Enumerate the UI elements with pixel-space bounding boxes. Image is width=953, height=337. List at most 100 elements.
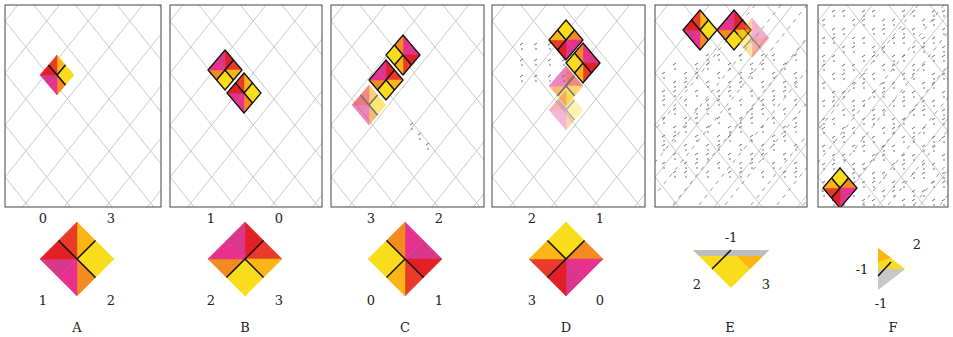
dashed-line: [862, 5, 948, 205]
tile-triangle: [752, 28, 769, 38]
texture-mark: [872, 109, 875, 115]
texture-mark: [739, 117, 742, 123]
texture-mark: [902, 28, 905, 34]
grid-line: [5, 5, 161, 207]
texture-mark: [684, 144, 687, 150]
grid-line: [331, 5, 484, 207]
texture-mark: [892, 37, 895, 43]
texture-mark: [882, 28, 885, 34]
tile-triangle: [40, 75, 57, 85]
tile-triangle: [369, 95, 386, 105]
grid-line: [5, 5, 161, 207]
grid-line: [492, 5, 645, 105]
grid-line: [655, 5, 807, 207]
grid-line: [655, 5, 807, 207]
grid-line: [5, 5, 161, 207]
texture-mark: [912, 10, 915, 16]
texture-mark: [706, 144, 709, 150]
dashed-line: [818, 5, 948, 205]
texture-mark: [882, 64, 885, 70]
grid-line: [5, 5, 161, 207]
grid-line: [331, 5, 484, 105]
corner-number: 0: [596, 294, 604, 307]
texture-mark: [695, 162, 698, 168]
tile-triangle: [405, 259, 424, 296]
grid-line: [331, 5, 484, 207]
texture-mark: [932, 55, 935, 61]
tile-triangle: [558, 66, 567, 86]
tile-triangle: [57, 65, 74, 75]
tile-triangle: [575, 43, 584, 63]
grid-line: [170, 5, 322, 207]
texture-mark: [783, 135, 786, 141]
texture-mark: [822, 64, 825, 70]
grid-line: [331, 5, 484, 207]
grid-line: [5, 5, 161, 207]
grid-line: [331, 5, 484, 207]
tile-stroke: [395, 55, 404, 65]
panel-content: [492, 5, 645, 207]
grid-line: [5, 5, 161, 207]
texture-mark: [822, 55, 825, 61]
grid-line: [170, 5, 322, 115]
tile-triangle: [57, 75, 66, 95]
texture-mark: [783, 81, 786, 87]
tile-stroke: [57, 65, 66, 75]
grid-line: [331, 5, 484, 11]
grid-line: [655, 5, 807, 207]
grid-line: [170, 5, 322, 207]
panel-letter: D: [561, 321, 571, 334]
texture-mark: [548, 43, 551, 49]
texture-mark: [717, 135, 720, 141]
texture-mark: [942, 55, 945, 61]
texture-mark: [662, 90, 665, 96]
grid-line: [331, 5, 484, 207]
texture-mark: [852, 100, 855, 106]
texture-mark: [882, 172, 885, 178]
texture-mark: [892, 118, 895, 124]
panel-content: [170, 5, 322, 207]
tile-triangle: [217, 50, 226, 70]
tile-triangle: [717, 30, 734, 40]
tile-triangle: [225, 60, 242, 70]
texture-mark: [892, 55, 895, 61]
texture-mark: [922, 64, 925, 70]
texture-mark: [822, 100, 825, 106]
texture-mark: [761, 63, 764, 69]
texture-mark: [706, 108, 709, 114]
grid-line: [331, 5, 484, 207]
tile-stroke: [700, 20, 709, 30]
grid-line: [170, 5, 322, 207]
grid-line: [818, 5, 948, 207]
tile-triangle: [208, 70, 225, 80]
texture-mark: [717, 90, 720, 96]
tile-stroke: [217, 60, 234, 80]
tile-stroke: [386, 80, 395, 90]
texture-mark: [922, 172, 925, 178]
grid-line: [170, 187, 322, 207]
texture-mark: [942, 46, 945, 52]
grid-line: [492, 5, 645, 207]
tile: [683, 10, 717, 50]
texture-mark: [794, 162, 797, 168]
texture-mark: [942, 73, 945, 79]
tile-stroke: [558, 30, 567, 40]
texture-mark: [772, 135, 775, 141]
grid-line: [818, 5, 948, 207]
grid-line: [170, 5, 322, 63]
grid-line: [5, 5, 161, 115]
texture-mark: [673, 81, 676, 87]
texture-mark: [922, 109, 925, 115]
texture-mark: [842, 154, 845, 160]
tile-triangle: [549, 40, 566, 50]
texture-mark: [872, 73, 875, 79]
grid-line: [818, 83, 948, 207]
texture-mark: [882, 19, 885, 25]
tile-triangle: [77, 259, 96, 296]
texture-mark: [912, 46, 915, 52]
grid-line: [655, 5, 807, 207]
texture-mark: [852, 64, 855, 70]
tile-stroke: [378, 70, 395, 90]
tile-triangle: [752, 38, 761, 58]
